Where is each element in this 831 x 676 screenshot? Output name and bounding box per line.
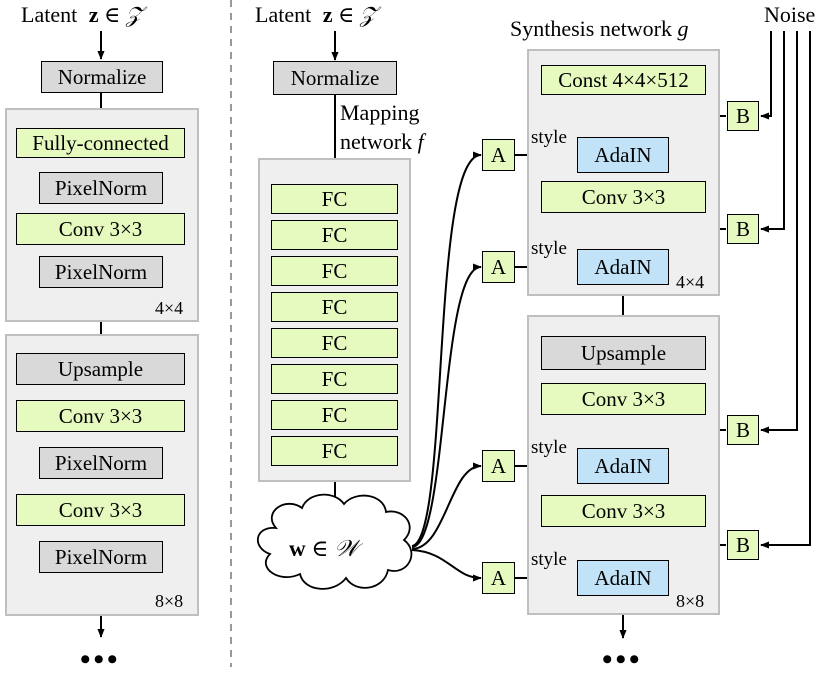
left-pixelnorm-block-3: PixelNorm bbox=[39, 447, 163, 479]
synth-upsample-block: Upsample bbox=[541, 336, 706, 370]
affine-a-box-1: A bbox=[482, 139, 515, 171]
adain-block-4: AdaIN bbox=[577, 560, 669, 596]
left-fully-connected-block: Fully-connected bbox=[16, 128, 185, 158]
style-label-2: style bbox=[531, 238, 567, 259]
synth-conv-block-1: Conv 3×3 bbox=[541, 181, 706, 213]
adain-block-1: AdaIN bbox=[577, 137, 669, 173]
noise-b-box-1: B bbox=[727, 101, 759, 131]
w-cloud bbox=[257, 493, 413, 590]
const-block: Const 4×4×512 bbox=[541, 65, 706, 95]
fc-layer-5: FC bbox=[271, 328, 398, 358]
w-to-affine-curves bbox=[411, 151, 482, 582]
affine-a-box-4: A bbox=[482, 562, 515, 594]
fc-layer-7: FC bbox=[271, 400, 398, 430]
right-latent-label: Latent z ∈ 𝒵 bbox=[255, 2, 377, 27]
mapping-symbol: f bbox=[417, 128, 424, 154]
noise-b-box-4: B bbox=[727, 530, 759, 560]
noise-b-box-3: B bbox=[727, 415, 759, 445]
noise-lines bbox=[760, 31, 811, 549]
synthesis-network-label: Synthesis network g bbox=[510, 16, 689, 41]
style-label-1: style bbox=[531, 127, 567, 148]
right-normalize-block: Normalize bbox=[273, 61, 397, 95]
adain-block-2: AdaIN bbox=[577, 249, 669, 285]
left-pixelnorm-block-2: PixelNorm bbox=[39, 256, 163, 288]
left-conv-block-3: Conv 3×3 bbox=[16, 494, 185, 526]
w-label: w ∈ 𝒲 bbox=[289, 536, 359, 561]
left-conv-block-1: Conv 3×3 bbox=[16, 213, 185, 245]
left-pixelnorm-block-1: PixelNorm bbox=[39, 172, 163, 204]
left-ellipsis: ••• bbox=[80, 643, 121, 676]
left-res-label-4x4: 4×4 bbox=[155, 298, 184, 318]
synth-res-label-8x8: 8×8 bbox=[676, 591, 705, 611]
left-latent-label: Latent z ∈ 𝒵 bbox=[21, 2, 143, 27]
fc-layer-6: FC bbox=[271, 364, 398, 394]
left-res-label-8x8: 8×8 bbox=[155, 591, 184, 611]
fc-layer-3: FC bbox=[271, 256, 398, 286]
synth-res-label-4x4: 4×4 bbox=[676, 272, 705, 292]
left-normalize-block: Normalize bbox=[41, 61, 163, 93]
adain-block-3: AdaIN bbox=[577, 448, 669, 484]
right-ellipsis: ••• bbox=[602, 643, 643, 676]
affine-a-box-2: A bbox=[482, 251, 515, 283]
fc-layer-8: FC bbox=[271, 436, 398, 466]
noise-b-box-2: B bbox=[727, 214, 759, 244]
style-label-4: style bbox=[531, 549, 567, 570]
left-pixelnorm-block-4: PixelNorm bbox=[39, 541, 163, 573]
left-upsample-block: Upsample bbox=[16, 353, 185, 385]
fc-layer-4: FC bbox=[271, 292, 398, 322]
style-label-3: style bbox=[531, 437, 567, 458]
mapping-network-label: Mapping network f bbox=[340, 100, 424, 154]
noise-label: Noise bbox=[764, 2, 816, 27]
left-conv-block-2: Conv 3×3 bbox=[16, 400, 185, 432]
fc-layer-2: FC bbox=[271, 220, 398, 250]
synthesis-symbol: g bbox=[677, 16, 689, 41]
fc-layer-1: FC bbox=[271, 184, 398, 214]
synth-conv-block-3: Conv 3×3 bbox=[541, 495, 706, 527]
affine-a-box-3: A bbox=[482, 450, 515, 482]
synth-conv-block-2: Conv 3×3 bbox=[541, 383, 706, 415]
